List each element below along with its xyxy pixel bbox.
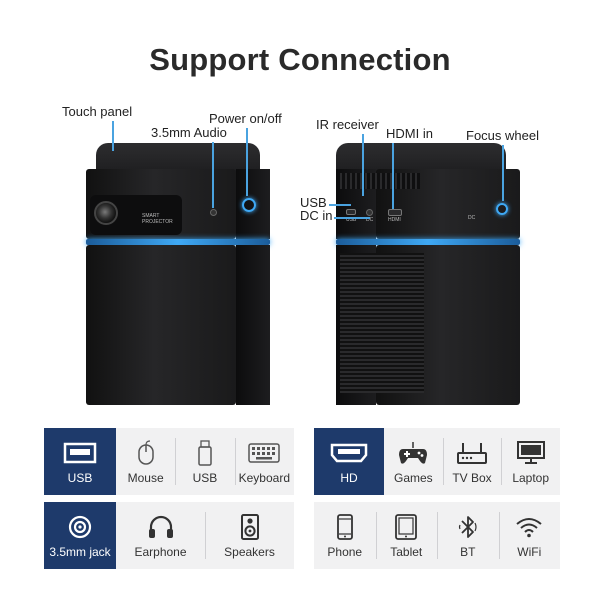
dc-port-text: DC [366, 217, 374, 223]
tablet-icon [395, 513, 418, 541]
games-label: Games [393, 470, 433, 485]
focus-wheel-leader [502, 145, 504, 201]
earphone-label: Earphone [134, 544, 187, 559]
router-icon [457, 439, 487, 467]
bluetooth-icon [457, 513, 479, 541]
hdmi-in-label: HDMI in [386, 126, 433, 141]
mouse-icon [137, 439, 155, 467]
focus-wheel[interactable] [496, 203, 508, 215]
mouse-label: Mouse [127, 470, 164, 485]
usb-drive-cell: USB [175, 428, 234, 495]
audio-jack-port [210, 209, 217, 216]
phone-icon [336, 513, 353, 541]
audio-connection-panel: 3.5mm jack Earphone Speakers [44, 502, 294, 569]
tv-box-cell: TV Box [442, 428, 502, 495]
top-vent [340, 173, 420, 189]
page-title: Support Connection [149, 42, 451, 77]
games-cell: Games [384, 428, 443, 495]
gamepad-icon [398, 439, 428, 467]
focus-port-text: DC [468, 215, 476, 221]
phone-label: Phone [327, 544, 363, 559]
projector-light-strip [86, 239, 270, 245]
touch-panel-label: Touch panel [62, 104, 133, 119]
usb-drive-label: USB [192, 470, 218, 485]
laptop-cell: Laptop [501, 428, 560, 495]
usb-primary-label: USB [67, 470, 93, 485]
wifi-label: WiFi [517, 544, 542, 559]
hdmi-port-text: HDMI [388, 217, 401, 223]
phone-cell: Phone [314, 502, 376, 569]
usb-port-icon [62, 439, 98, 467]
usb-connection-panel: USB Mouse USB Keyboard [44, 428, 294, 495]
hd-primary-cell: HD [314, 428, 384, 495]
projector-back-light-strip [336, 239, 520, 245]
projector-lower-side [236, 245, 270, 405]
hd-connection-panel: HD Games TV Box Laptop [314, 428, 560, 495]
hdmi-in-leader [392, 143, 394, 209]
tablet-cell: Tablet [375, 502, 438, 569]
earphone-cell: Earphone [116, 502, 205, 569]
hd-primary-label: HD [340, 470, 358, 485]
touch-panel-leader [112, 121, 114, 151]
wifi-icon [515, 513, 543, 541]
audio-label: 3.5mm Audio [151, 125, 227, 140]
usb-port-text: USB [346, 217, 357, 223]
speaker-icon [240, 513, 259, 541]
usb-label: USB [300, 195, 327, 210]
hdmi-port [388, 209, 402, 216]
ir-receiver-leader [362, 134, 364, 196]
keyboard-label: Keyboard [238, 470, 290, 485]
lens-icon [94, 201, 118, 225]
wireless-connection-panel: Phone Tablet BT WiFi [314, 502, 560, 569]
mouse-cell: Mouse [116, 428, 175, 495]
power-button[interactable] [242, 198, 256, 212]
hdmi-port-icon [330, 439, 368, 467]
bluetooth-cell: BT [437, 502, 499, 569]
dc-in-leader [334, 217, 370, 219]
laptop-label: Laptop [512, 470, 550, 485]
usb-drive-icon [198, 439, 212, 467]
tablet-label: Tablet [390, 544, 423, 559]
side-vent [340, 253, 424, 393]
ir-receiver-label: IR receiver [316, 117, 379, 132]
dc-port [366, 209, 373, 216]
usb-primary-cell: USB [44, 428, 116, 495]
dc-in-label: DC in [300, 208, 333, 223]
projector-lower-body [86, 245, 236, 405]
usb-port [346, 209, 356, 215]
power-label: Power on/off [209, 111, 282, 126]
focus-wheel-label: Focus wheel [466, 128, 539, 143]
projector-front: SMART PROJECTOR [86, 143, 270, 405]
wifi-cell: WiFi [498, 502, 561, 569]
monitor-icon [516, 439, 545, 467]
usb-leader [329, 204, 351, 206]
audio-primary-label: 3.5mm jack [49, 544, 111, 559]
front-logo-text: SMART PROJECTOR [142, 213, 173, 225]
speakers-label: Speakers [224, 544, 275, 559]
audio-jack-icon [68, 513, 92, 541]
bluetooth-label: BT [460, 544, 476, 559]
keyboard-cell: Keyboard [234, 428, 294, 495]
projector-back: USB DC HDMI DC [336, 143, 520, 405]
audio-primary-cell: 3.5mm jack [44, 502, 116, 569]
tv-box-label: TV Box [452, 470, 492, 485]
speakers-cell: Speakers [205, 502, 294, 569]
headphones-icon [148, 513, 174, 541]
audio-leader [212, 142, 214, 208]
power-leader [246, 128, 248, 196]
keyboard-icon [248, 439, 281, 467]
